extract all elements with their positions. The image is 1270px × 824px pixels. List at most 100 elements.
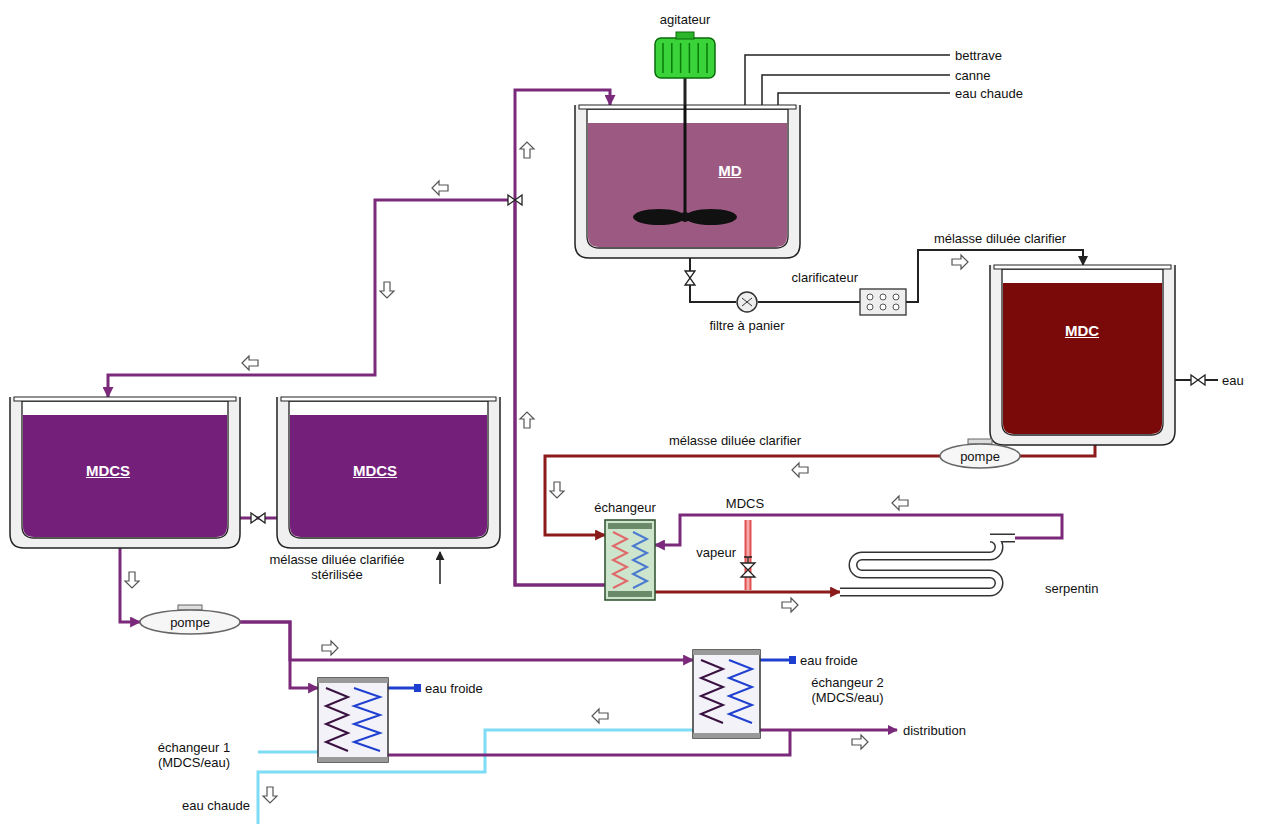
valve-symbol	[1191, 375, 1205, 385]
plant-label: eau	[1222, 373, 1244, 388]
plant-label: mélasse diluée clarifiée stérilisée	[252, 552, 422, 582]
tank-jacket	[990, 265, 1175, 445]
flow-arrow	[263, 787, 277, 803]
flow-arrow	[782, 598, 798, 612]
clarifier: clarificateur	[860, 289, 906, 315]
flow-arrow	[550, 482, 564, 498]
plant-label: bettrave	[955, 48, 1002, 63]
clarifier-disc	[893, 294, 899, 300]
node-label: serpentin	[1045, 581, 1098, 596]
pointer-arrow	[439, 552, 441, 584]
motor-fin	[697, 43, 699, 73]
pipe-connector	[240, 622, 318, 688]
motor-fin	[671, 43, 673, 73]
plant-label: canne	[955, 68, 990, 83]
inlet-pipe	[762, 75, 950, 105]
tank-rim	[579, 105, 796, 109]
node-shape	[575, 105, 800, 258]
heat-exchanger: échangeur	[605, 520, 655, 600]
exchanger-plate	[608, 591, 652, 597]
tank-rim	[281, 397, 496, 401]
filter-body	[737, 292, 757, 312]
flow-arrow	[520, 412, 534, 428]
flow-arrow	[592, 709, 608, 723]
storage-tank: MDCS	[277, 397, 500, 548]
pipe-connector	[1020, 445, 1095, 456]
heat-exchanger: échangeur 1 (MDCS/eau)	[318, 678, 388, 762]
plant-label: eau froide	[425, 681, 483, 696]
node-label: MD	[718, 162, 741, 179]
tank-liquid	[588, 123, 787, 247]
flow-arrow	[520, 142, 534, 158]
plant-label: distribution	[903, 723, 966, 738]
pipe-connector	[120, 548, 140, 622]
tank-rim	[14, 397, 236, 401]
tank-vessel	[587, 109, 788, 248]
exchanger-body	[693, 650, 760, 738]
product-outlets	[388, 730, 897, 755]
node-label: MDCS	[86, 462, 130, 479]
clarifier-body	[860, 289, 906, 315]
motor-fin	[689, 43, 691, 73]
storage-tank: MDC	[990, 265, 1175, 445]
plant-label: eau chaude	[955, 86, 1023, 101]
tank-vessel	[1002, 269, 1163, 435]
clarifier-disc	[867, 304, 873, 310]
filter-mark	[742, 298, 752, 306]
steam-pipe-core	[747, 520, 750, 590]
cold-water-pipe	[388, 687, 416, 690]
motor-body	[655, 38, 715, 78]
plant-label: vapeur	[696, 545, 736, 560]
pipe-end	[789, 656, 796, 664]
node-shape	[693, 650, 760, 738]
distribution-pipe	[760, 729, 897, 732]
node-label: échangeur	[594, 500, 655, 515]
valve-symbol	[508, 195, 522, 205]
tank-liquid	[23, 415, 227, 537]
node-shape	[990, 265, 1175, 445]
mixing-tank: MD	[575, 105, 800, 258]
coil-tube	[840, 538, 1015, 592]
impeller-blade	[633, 209, 685, 225]
node-label: pompe	[960, 449, 1000, 464]
agitator-motor: agitateur	[655, 32, 715, 78]
node-label: filtre à panier	[709, 318, 784, 333]
agitator-shaft	[684, 105, 687, 217]
node-label: échangeur 2 (MDCS/eau)	[800, 675, 895, 705]
pipe-label: MDCS	[724, 496, 766, 511]
node-shape	[736, 291, 758, 313]
water-coil	[354, 688, 380, 751]
flow-arrow	[792, 463, 808, 477]
valve-symbol	[251, 513, 265, 523]
pipe-label: mélasse diluée clarifier	[932, 231, 1068, 246]
flow-arrow	[892, 496, 908, 510]
node-shape	[318, 678, 388, 762]
pipe-end	[414, 684, 421, 692]
tank-jacket	[10, 397, 240, 548]
flow-arrow	[125, 572, 139, 588]
pipe-connector	[758, 301, 860, 303]
impeller-blade	[685, 209, 737, 225]
flow-arrow	[380, 282, 394, 298]
node-shape	[605, 520, 655, 600]
node-shape	[840, 530, 1015, 602]
tank-liquid	[290, 415, 487, 537]
coil-tube-outline	[840, 538, 1015, 592]
plant-label: eau froide	[800, 653, 858, 668]
node-label: échangeur 1 (MDCS/eau)	[148, 740, 240, 770]
motor-fin	[662, 43, 664, 73]
plant-label: eau chaude	[182, 798, 250, 813]
valve-symbol	[685, 271, 695, 285]
pump: pompe	[140, 610, 240, 634]
clarifier-disc	[880, 294, 886, 300]
pipe-connector	[240, 622, 693, 660]
flow-arrow	[432, 181, 448, 195]
product-pipe	[388, 730, 790, 755]
pump-body	[940, 444, 1020, 468]
motor-fin	[706, 43, 708, 73]
product-coil	[326, 688, 348, 751]
node-label: MDCS	[353, 462, 397, 479]
motor-fin	[680, 43, 682, 73]
pump: pompe	[940, 444, 1020, 468]
flow-arrow	[852, 735, 868, 749]
